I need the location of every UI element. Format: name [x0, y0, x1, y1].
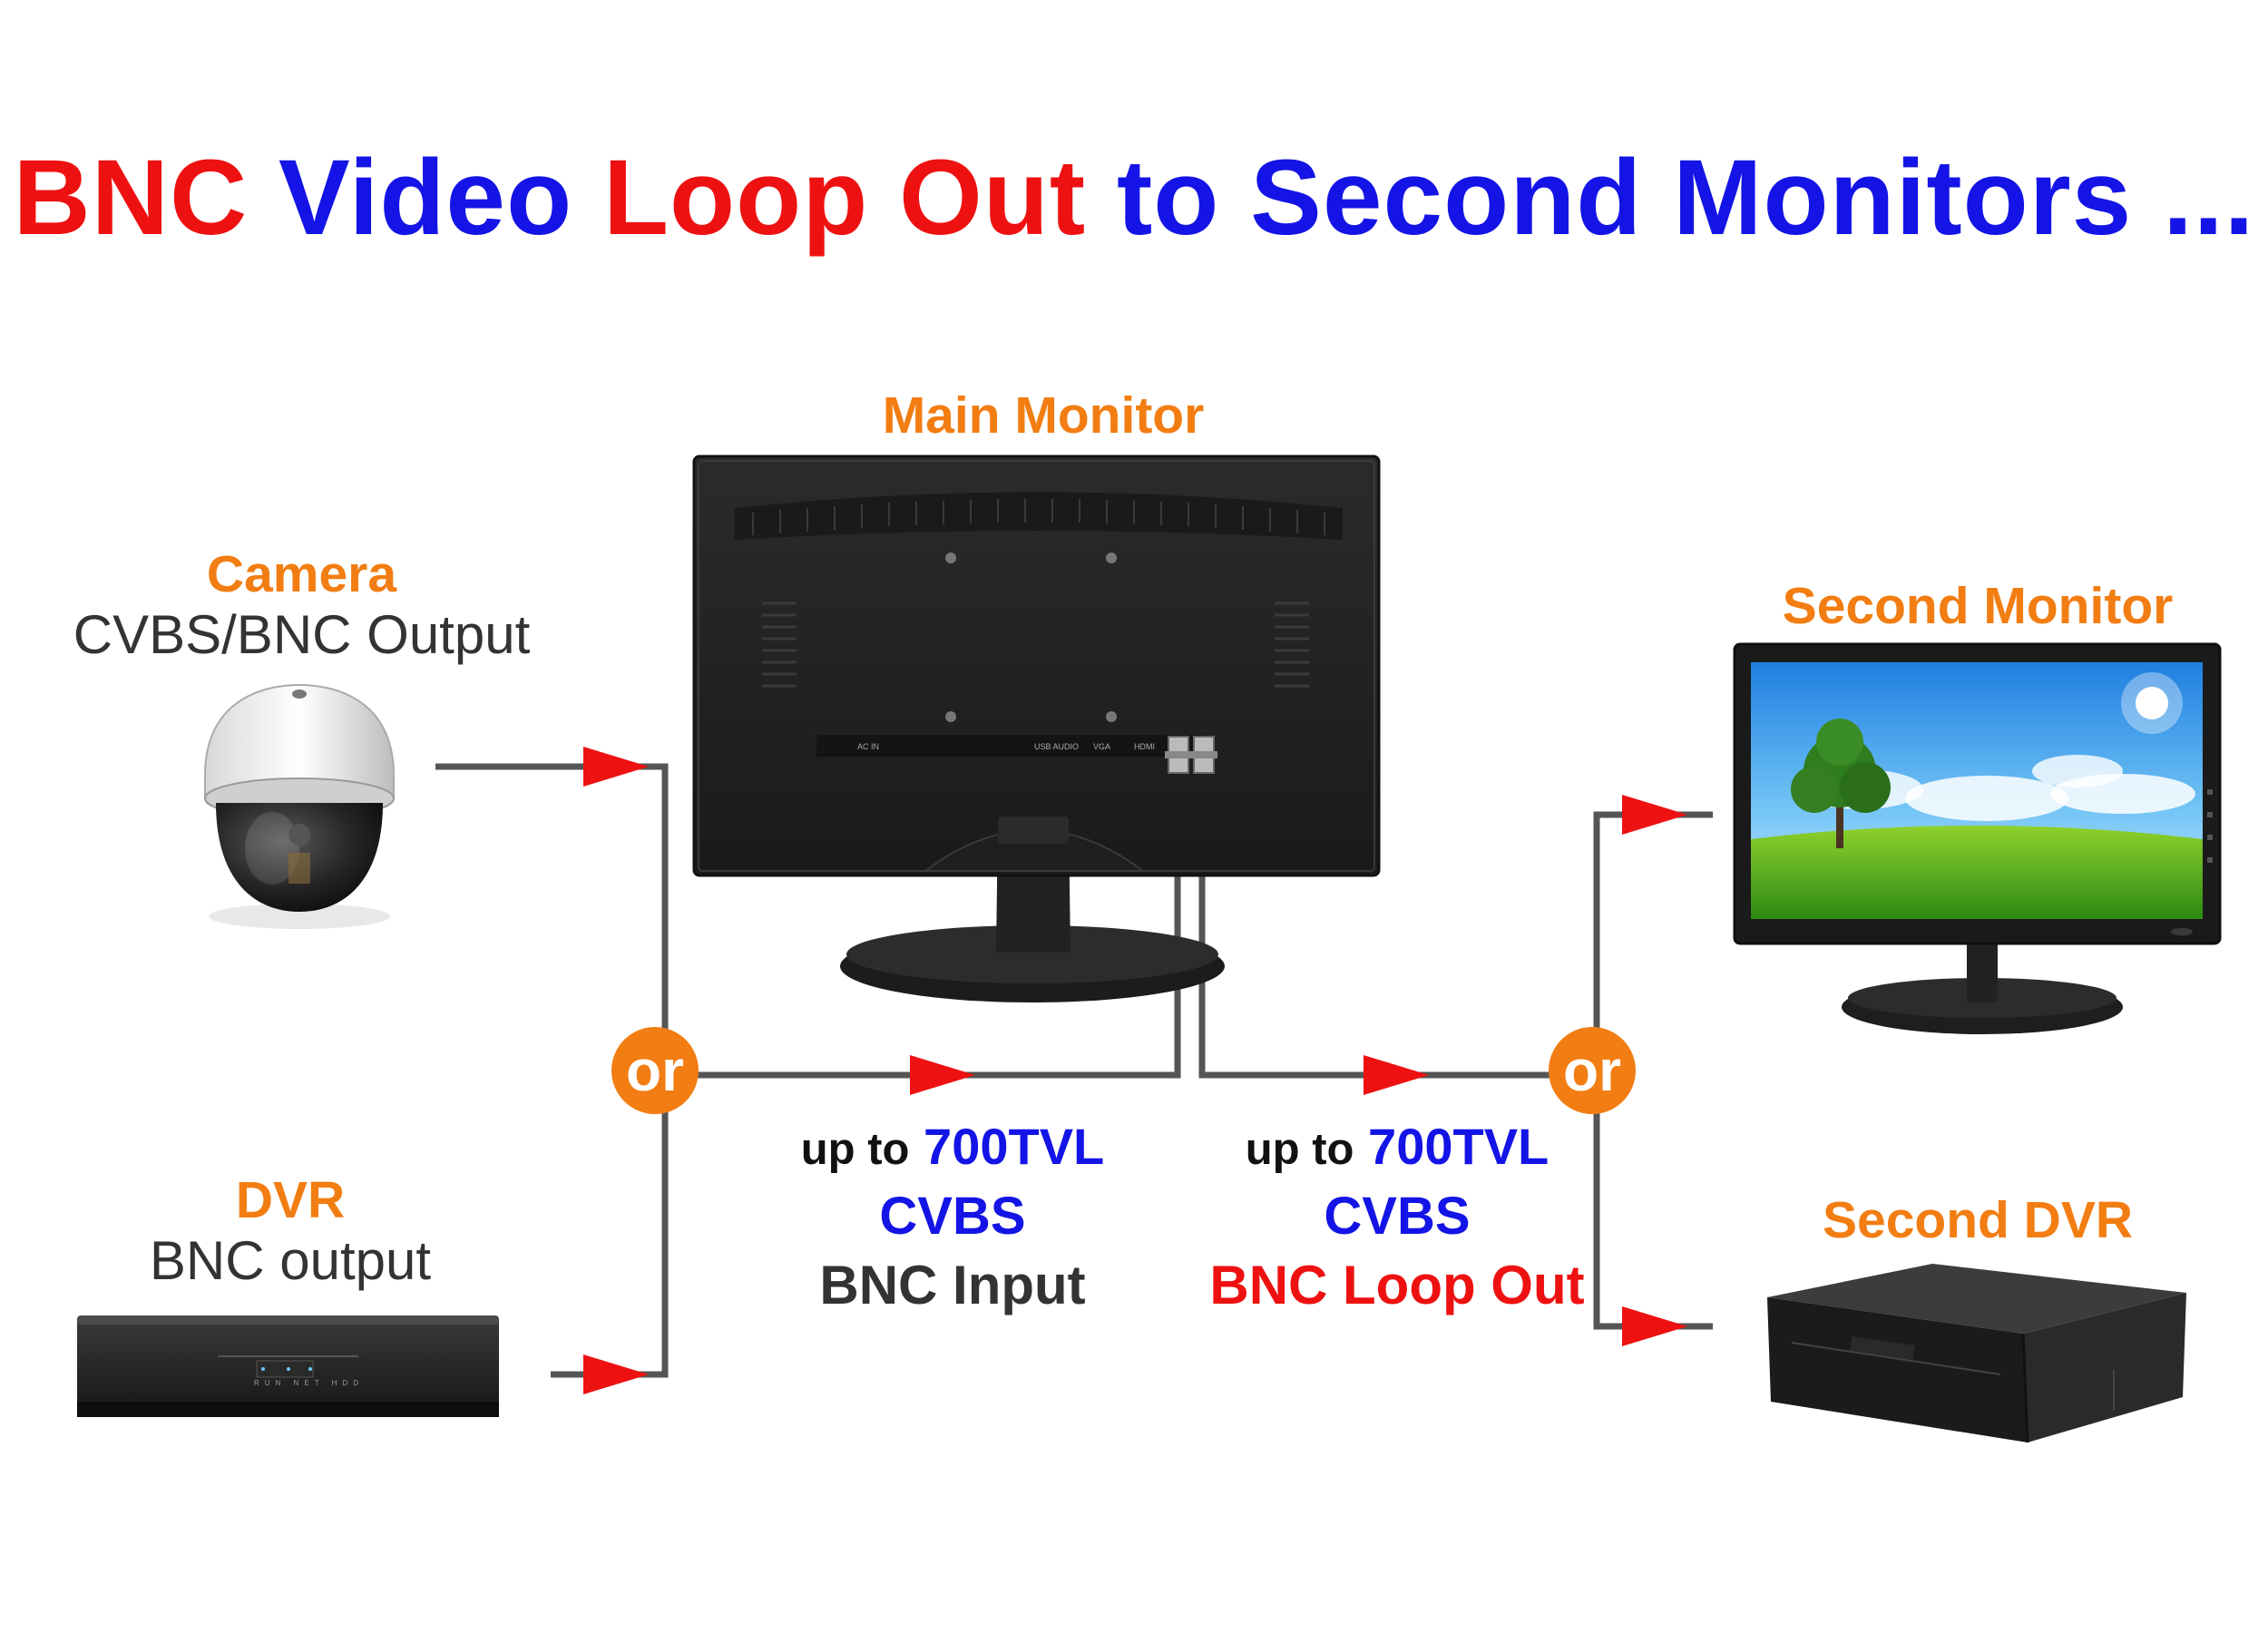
bnc-connectors: [1165, 736, 1217, 774]
loop-out-prefix: up to: [1245, 1125, 1354, 1174]
or-badge-right: or: [1549, 1027, 1636, 1114]
title-loop-out: Loop Out: [602, 138, 1087, 258]
input-format: CVBS: [879, 1187, 1026, 1246]
second-dvr-cable: [1593, 1075, 1713, 1330]
camera-label: Camera: [206, 545, 397, 603]
arrow-camera: [583, 747, 649, 787]
loop-out-format: CVBS: [1324, 1187, 1471, 1246]
loop-out-resolution: 700TVL: [1368, 1118, 1549, 1175]
dvr-image: [77, 1315, 499, 1417]
loop-out-signal-spec: up to 700TVL CVBS BNC Loop Out: [1188, 1114, 1606, 1320]
title-video: Video: [279, 138, 573, 258]
second-dvr-label: Second DVR: [1822, 1191, 2134, 1249]
second-dvr-image: [1767, 1264, 2186, 1443]
port-label-usb-audio: USB AUDIO: [1034, 742, 1079, 751]
input-prefix: up to: [800, 1125, 910, 1174]
second-monitor-image: [1733, 642, 2222, 1034]
loop-out-port: BNC Loop Out: [1209, 1255, 1585, 1315]
arrow-input-horizontal: [910, 1055, 975, 1095]
or-text-left: or: [626, 1038, 684, 1103]
title-bnc: BNC: [13, 138, 249, 258]
dvr-led-labels: RUN NET HDD: [254, 1379, 358, 1387]
diagram-title: BNC Video Loop Out to Second Monitors ..…: [0, 136, 2268, 259]
main-monitor-label: Main Monitor: [882, 386, 1205, 445]
dvr-sublabel: BNC output: [149, 1230, 432, 1291]
arrow-dvr: [583, 1354, 649, 1394]
dvr-cable: [551, 1071, 669, 1378]
arrow-second-monitor: [1622, 795, 1687, 835]
or-badge-left: or: [611, 1027, 699, 1114]
port-label-vga: VGA: [1093, 742, 1110, 751]
second-monitor-label: Second Monitor: [1782, 577, 2174, 635]
arrow-loop-horizontal: [1364, 1055, 1429, 1095]
dvr-label: DVR: [235, 1171, 346, 1229]
arrow-second-dvr: [1622, 1306, 1687, 1346]
dvr-led-hdd: HDD: [331, 1379, 365, 1387]
dvr-led-net: NET: [293, 1379, 325, 1387]
port-label-ac-in: AC IN: [857, 742, 879, 751]
port-label-hdmi: HDMI: [1134, 742, 1155, 751]
main-monitor-image: AC IN USB AUDIO VGA HDMI: [692, 455, 1381, 1002]
camera-cable: [435, 763, 669, 1071]
or-text-right: or: [1563, 1038, 1621, 1103]
title-second-monitors: to Second Monitors ...: [1117, 138, 2255, 258]
input-signal-spec: up to 700TVL CVBS BNC Input: [744, 1114, 1161, 1320]
dome-camera-image: [204, 683, 395, 929]
camera-sublabel: CVBS/BNC Output: [73, 604, 531, 665]
dvr-led-run: RUN: [254, 1379, 287, 1387]
input-port: BNC Input: [819, 1255, 1086, 1315]
input-resolution: 700TVL: [924, 1118, 1105, 1175]
